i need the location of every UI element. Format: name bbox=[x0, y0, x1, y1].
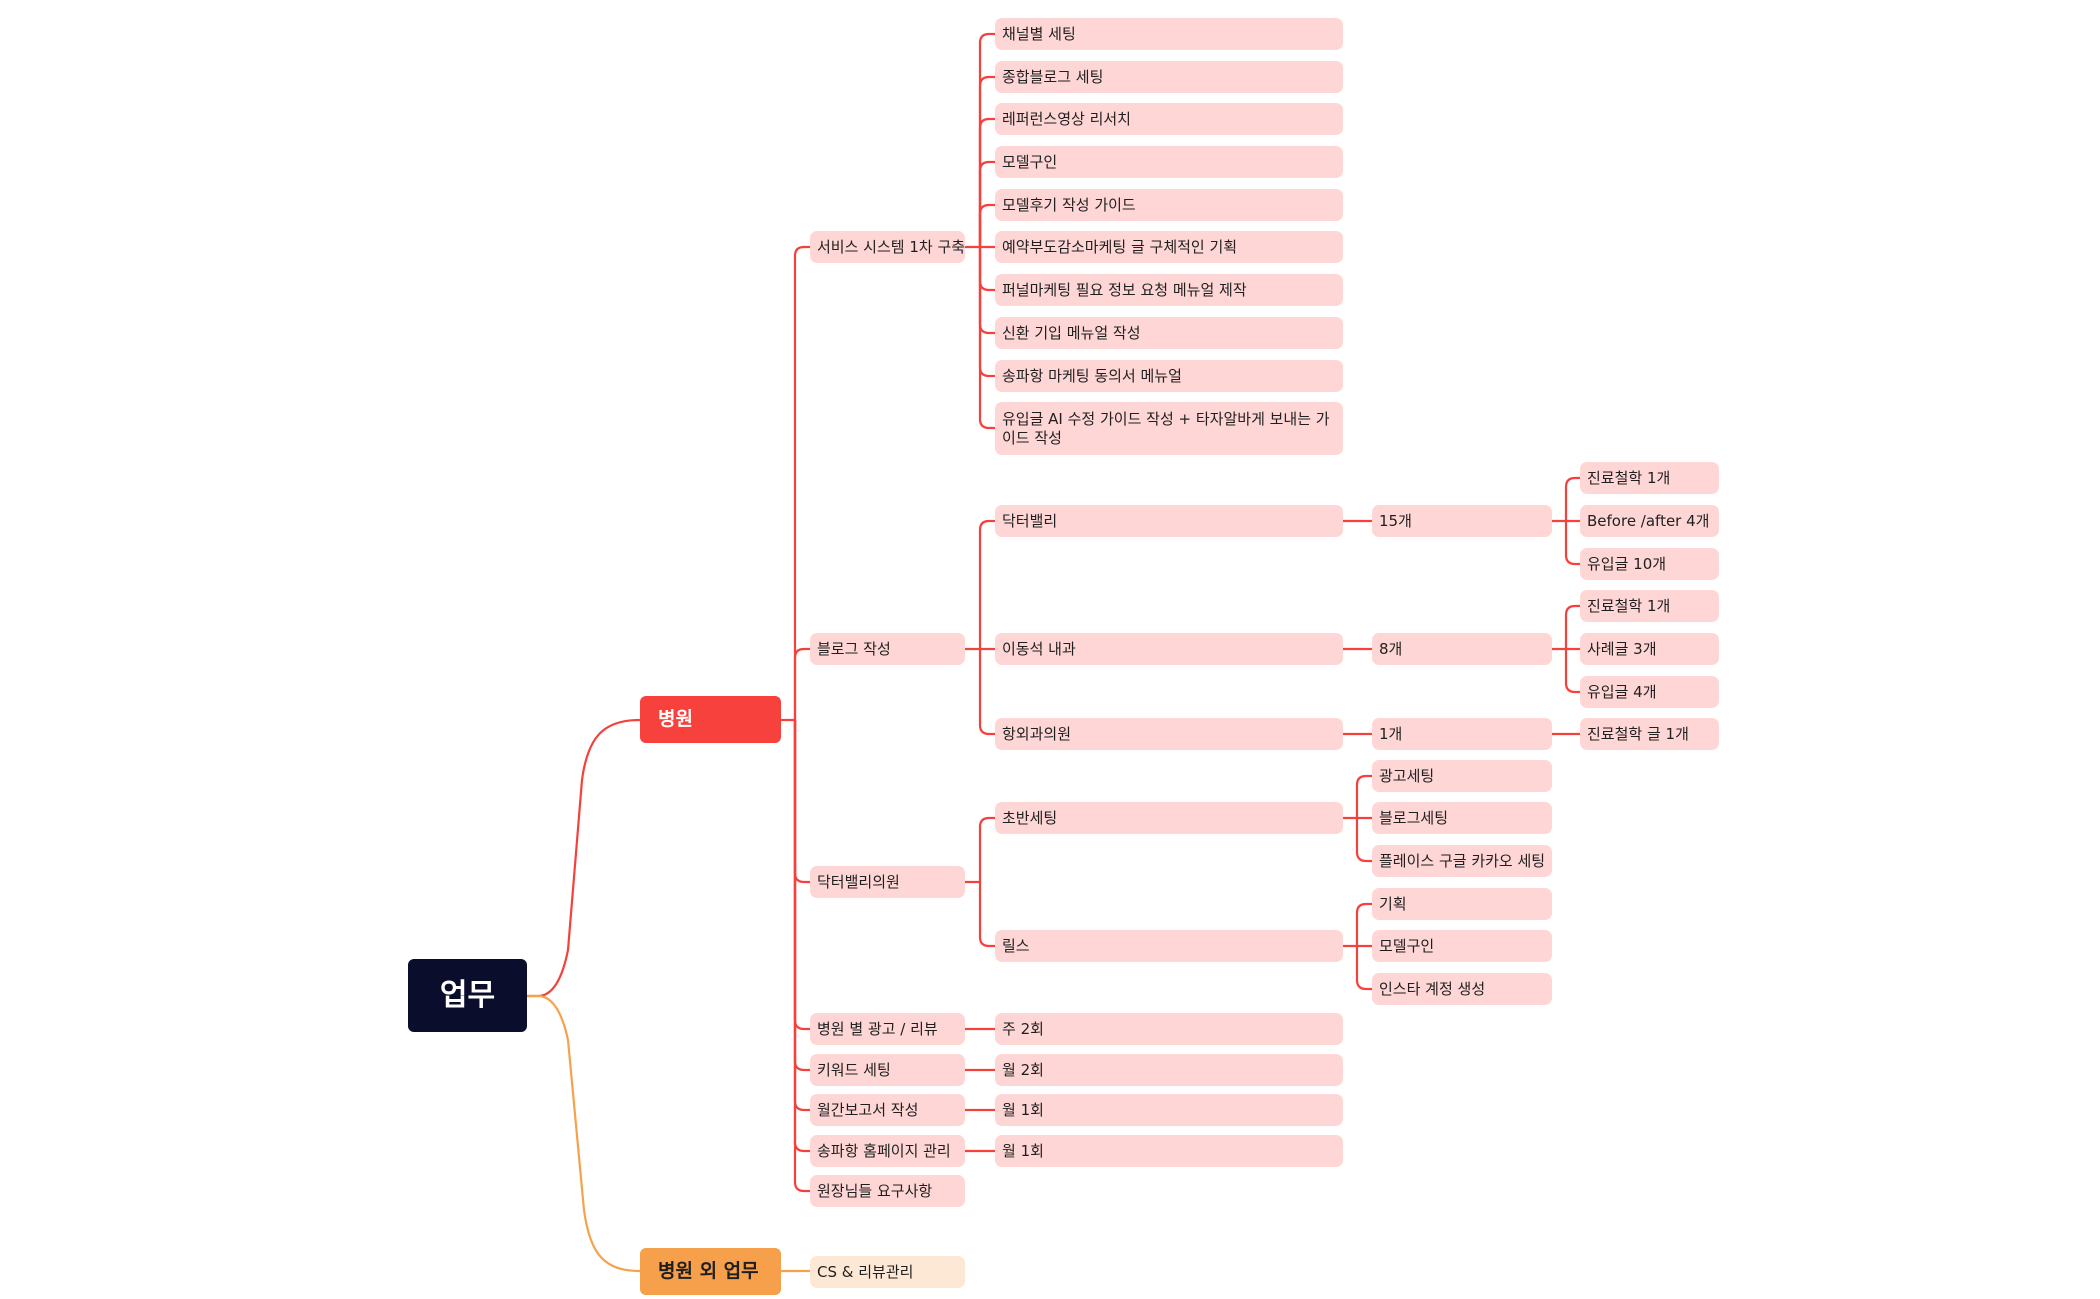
blog-hangwoe-clinic[interactable]: 항외과의원 bbox=[995, 718, 1343, 750]
link-service-items bbox=[978, 117, 997, 249]
service-item[interactable]: 예약부도감소마케팅 글 구체적인 기획 bbox=[995, 231, 1343, 263]
link-reels-items bbox=[1355, 902, 1374, 948]
reels-item[interactable]: 기획 bbox=[1372, 888, 1552, 920]
link-reels-items bbox=[1355, 944, 1374, 991]
node-homepage[interactable]: 송파항 홈페이지 관리 bbox=[810, 1135, 965, 1167]
link-initial-items bbox=[1355, 816, 1374, 863]
link-dvclinic-children bbox=[978, 816, 997, 884]
initial-setting-item[interactable]: 블로그세팅 bbox=[1372, 802, 1552, 834]
reels-item[interactable]: 모델구인 bbox=[1372, 930, 1552, 962]
link-initial-items bbox=[1355, 774, 1374, 820]
doctorvalley-item[interactable]: 진료철학 1개 bbox=[1580, 462, 1719, 494]
service-item[interactable]: 신환 기입 메뉴얼 작성 bbox=[995, 317, 1343, 349]
node-director-requests[interactable]: 원장님들 요구사항 bbox=[810, 1175, 965, 1207]
lee-clinic-item[interactable]: 유입글 4개 bbox=[1580, 676, 1719, 708]
hangwoe-clinic-item[interactable]: 진료철학 글 1개 bbox=[1580, 718, 1719, 750]
freq-homepage[interactable]: 월 1회 bbox=[995, 1135, 1343, 1167]
link-hospital-children bbox=[793, 718, 812, 1153]
link-hospital-children bbox=[793, 718, 812, 884]
link-doctorvalley-items bbox=[1564, 476, 1582, 523]
node-ads-review[interactable]: 병원 별 광고 / 리뷰 bbox=[810, 1013, 965, 1045]
link-doctorvalley-items bbox=[1564, 519, 1582, 566]
doctorvalley-item[interactable]: 유입글 10개 bbox=[1580, 548, 1719, 580]
lee-clinic-item[interactable]: 사례글 3개 bbox=[1580, 633, 1719, 665]
count-lee-clinic[interactable]: 8개 bbox=[1372, 633, 1552, 665]
blog-lee-clinic[interactable]: 이동석 내과 bbox=[995, 633, 1343, 665]
node-keyword-setting[interactable]: 키워드 세팅 bbox=[810, 1054, 965, 1086]
service-item[interactable]: 모델구인 bbox=[995, 146, 1343, 178]
initial-setting-item[interactable]: 플레이스 구글 카카오 세팅 bbox=[1372, 845, 1552, 877]
branch-hospital[interactable]: 병원 bbox=[640, 696, 781, 743]
node-doctorvalley-clinic[interactable]: 닥터밸리의원 bbox=[810, 866, 965, 898]
doctorvalley-item[interactable]: Before /after 4개 bbox=[1580, 505, 1719, 537]
node-blog-writing[interactable]: 블로그 작성 bbox=[810, 633, 965, 665]
branch-outside-work[interactable]: 병원 외 업무 bbox=[640, 1248, 781, 1295]
link-hospital-children bbox=[793, 718, 812, 1112]
root-node[interactable]: 업무 bbox=[408, 959, 527, 1032]
link-lee-items bbox=[1564, 604, 1582, 651]
link-service-items bbox=[978, 75, 997, 249]
freq-ads-review[interactable]: 주 2회 bbox=[995, 1013, 1343, 1045]
link-hospital-children bbox=[793, 718, 812, 1031]
node-monthly-report[interactable]: 월간보고서 작성 bbox=[810, 1094, 965, 1126]
count-doctorvalley[interactable]: 15개 bbox=[1372, 505, 1552, 537]
link-dvclinic-children bbox=[978, 880, 997, 948]
link-hospital-children bbox=[793, 647, 812, 722]
node-reels[interactable]: 릴스 bbox=[995, 930, 1343, 962]
link-blog-children bbox=[978, 519, 997, 651]
node-cs-review[interactable]: CS & 리뷰관리 bbox=[810, 1256, 965, 1288]
service-item[interactable]: 종합블로그 세팅 bbox=[995, 61, 1343, 93]
link-service-items bbox=[978, 245, 997, 430]
link-service-items bbox=[978, 160, 997, 249]
lee-clinic-item[interactable]: 진료철학 1개 bbox=[1580, 590, 1719, 622]
service-item[interactable]: 유입글 AI 수정 가이드 작성 + 타자알바게 보내는 가이드 작성 bbox=[995, 402, 1343, 455]
link-service-items bbox=[978, 32, 997, 249]
freq-keyword[interactable]: 월 2회 bbox=[995, 1054, 1343, 1086]
service-item[interactable]: 모델후기 작성 가이드 bbox=[995, 189, 1343, 221]
service-item[interactable]: 레퍼런스영상 리서치 bbox=[995, 103, 1343, 135]
link-root-outside bbox=[525, 994, 642, 1273]
freq-monthly-report[interactable]: 월 1회 bbox=[995, 1094, 1343, 1126]
service-item[interactable]: 퍼널마케팅 필요 정보 요청 메뉴얼 제작 bbox=[995, 274, 1343, 306]
node-service-system[interactable]: 서비스 시스템 1차 구축 bbox=[810, 231, 965, 263]
link-blog-children bbox=[978, 647, 997, 736]
link-hospital-children bbox=[793, 245, 812, 722]
reels-item[interactable]: 인스타 계정 생성 bbox=[1372, 973, 1552, 1005]
service-item[interactable]: 채널별 세팅 bbox=[995, 18, 1343, 50]
link-service-items bbox=[978, 245, 997, 292]
blog-doctorvalley[interactable]: 닥터밸리 bbox=[995, 505, 1343, 537]
link-hospital-children bbox=[793, 718, 812, 1072]
node-initial-setting[interactable]: 초반세팅 bbox=[995, 802, 1343, 834]
service-item[interactable]: 송파항 마케팅 동의서 메뉴얼 bbox=[995, 360, 1343, 392]
link-root-hospital bbox=[525, 718, 642, 998]
link-service-items bbox=[978, 203, 997, 249]
link-lee-items bbox=[1564, 647, 1582, 694]
initial-setting-item[interactable]: 광고세팅 bbox=[1372, 760, 1552, 792]
link-service-items bbox=[978, 245, 997, 378]
link-hospital-children bbox=[793, 718, 812, 1193]
count-hangwoe-clinic[interactable]: 1개 bbox=[1372, 718, 1552, 750]
